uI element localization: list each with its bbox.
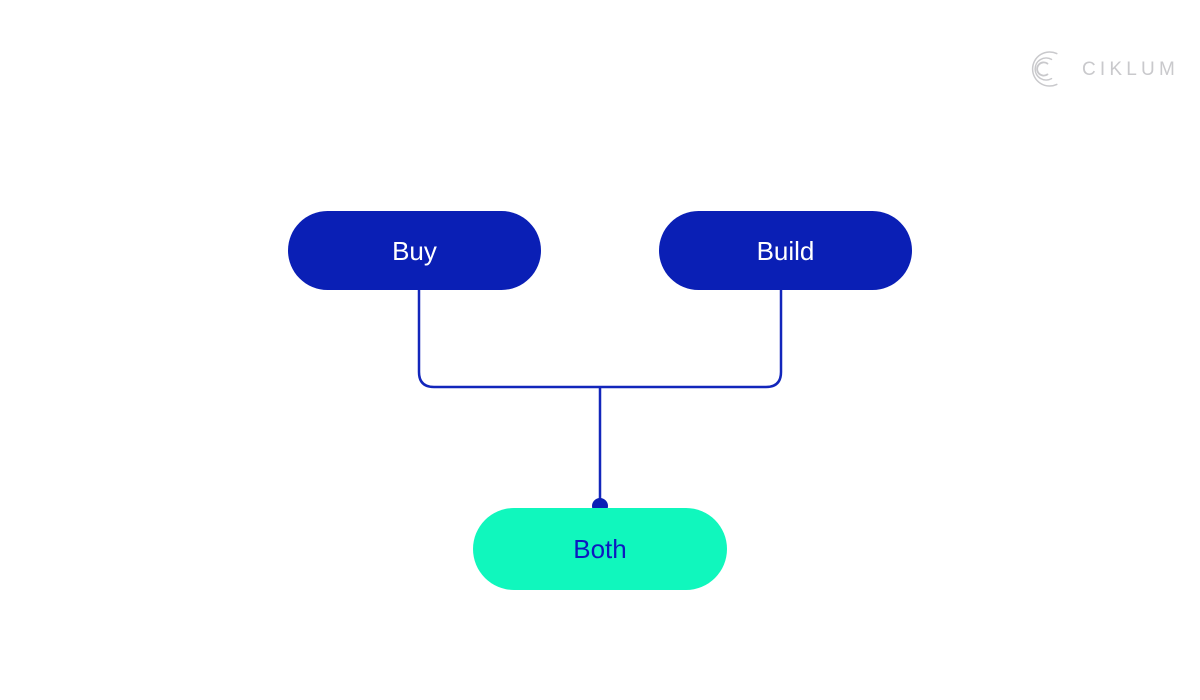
node-buy[interactable]: Buy [288,211,541,290]
brand-logo: CIKLUM [1026,48,1179,90]
ciklum-c-logo-icon [1031,51,1058,87]
edge-buy-to-junction [417,290,600,389]
node-both-label: Both [573,534,627,564]
node-both[interactable]: Both [473,508,727,590]
node-build-label: Build [756,235,815,266]
edge-build-to-junction [600,290,783,389]
node-buy-label: Buy [392,235,437,266]
node-build[interactable]: Build [659,211,912,290]
brand-wordmark: CIKLUM [1082,58,1179,80]
